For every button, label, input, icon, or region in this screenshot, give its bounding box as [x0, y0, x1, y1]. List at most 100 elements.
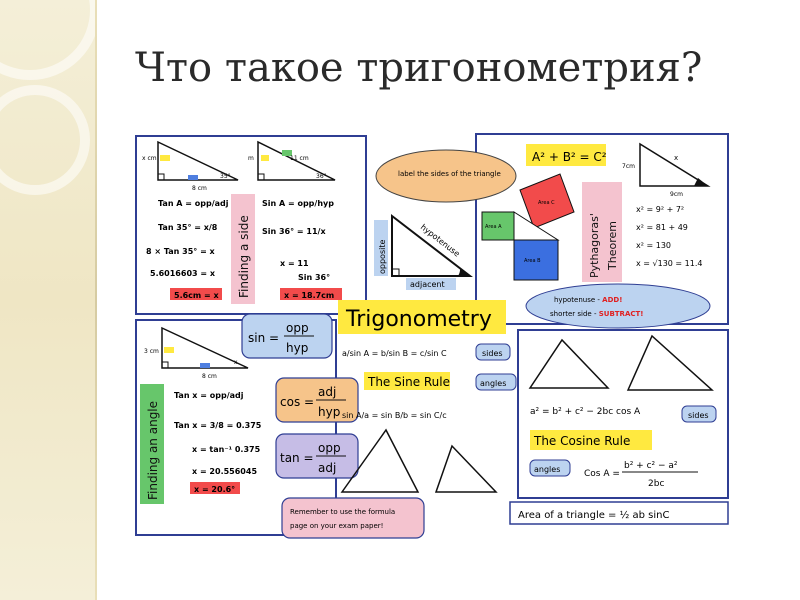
side-label: 7cm [622, 163, 635, 170]
side-label: 36° [316, 173, 327, 180]
ratio-numerator: opp [318, 441, 341, 455]
right-angle-marker [257, 173, 265, 181]
side-label: m [248, 155, 254, 162]
ratio-label: cos = [280, 395, 314, 409]
finding-angle-section: 3 cm 8 cm x Finding an angle Tan x = opp… [140, 326, 262, 504]
working-line: Sin 36° = 11/x [262, 227, 326, 236]
cosine-frame [517, 329, 729, 499]
bubble-text: label the sides of the triangle [398, 170, 501, 178]
highlight-box [282, 150, 292, 156]
side-label: 8 cm [192, 185, 207, 192]
strip-divider [95, 0, 97, 600]
working-line: Sin A = opp/hyp [262, 199, 334, 208]
working-line: x = tan⁻¹ 0.375 [192, 445, 261, 454]
side-label: 8 cm [202, 373, 217, 380]
cosine-rule-section: a² = b² + c² − 2bc cos A sides The Cosin… [528, 334, 717, 489]
side-label: 11 cm [290, 155, 309, 162]
pythagoras-section: A² + B² = C² Area C Area A Area B Pythag… [481, 142, 711, 282]
side-label: 9cm [670, 191, 683, 198]
working-line: Tan 35° = x/8 [158, 223, 218, 232]
section-heading: Finding a side [237, 215, 251, 298]
main-title: Trigonometry [345, 307, 492, 332]
right-angle-marker [161, 361, 169, 369]
answer-text: x = 18.7cm [284, 291, 334, 300]
pythagoras-formula: A² + B² = C² [532, 150, 607, 164]
sides-diagram: opposite hypotenuse adjacent [374, 213, 473, 290]
cos-bubble: cos = adj hyp [275, 377, 359, 423]
side-label-opposite: opposite [378, 240, 387, 274]
cosine-formula: a² = b² + c² − 2bc cos A [530, 407, 641, 417]
sin-bubble: sin = opp hyp [241, 313, 333, 359]
right-triangle [257, 140, 336, 181]
ratio-denominator: hyp [286, 341, 308, 355]
ratio-denominator: hyp [318, 405, 340, 419]
decorative-ring [0, 85, 90, 195]
sine-formula: sin A/a = sin B/b = sin C/c [342, 411, 447, 420]
area-formula: Area of a triangle = ½ ab sinC [518, 509, 669, 521]
trigonometry-poster: x cm 35° 8 cm m 11 cm 36° Tan A = opp/ad… [130, 130, 730, 540]
working-line: 5.6016603 = x [150, 269, 216, 278]
highlight-box [200, 363, 210, 368]
section-heading: Theorem [606, 221, 619, 271]
highlight-box [164, 347, 174, 353]
side-label: x [674, 154, 678, 162]
area-label: Area B [524, 258, 541, 264]
add-subtract-cloud: hypotenuse - ADD! shorter side - SUBTRAC… [525, 283, 711, 329]
working-line: 8 × Tan 35° = x [146, 247, 216, 256]
side-label-adjacent: adjacent [410, 280, 445, 289]
slide-title: Что такое тригонометрия? [135, 45, 703, 91]
heading-box [140, 384, 164, 504]
ratio-numerator: adj [318, 385, 336, 399]
working-line: Sin 36° [298, 273, 330, 282]
decorative-strip [0, 0, 100, 600]
reminder-text: Remember to use the formula [290, 508, 395, 516]
cloud-line: shorter side - SUBTRACT! [550, 310, 643, 318]
finding-side-section: x cm 35° 8 cm m 11 cm 36° Tan A = opp/ad… [142, 140, 342, 304]
answer-box [170, 288, 222, 300]
highlight-box [188, 175, 198, 180]
tan-bubble: tan = opp adj [275, 433, 359, 479]
decorative-ring [0, 0, 100, 80]
reminder-bubble: Remember to use the formula page on your… [281, 497, 425, 539]
ratio-label: tan = [280, 451, 314, 465]
ratio-denominator: adj [318, 461, 336, 475]
working-line: x² = 130 [636, 241, 671, 250]
section-heading: The Cosine Rule [533, 434, 630, 448]
side-label: 35° [220, 173, 231, 180]
cloud-line: hypotenuse - ADD! [554, 296, 622, 304]
trigonometry-title: Trigonometry [338, 300, 506, 334]
area-label: Area A [485, 224, 502, 230]
working-line: x = 11 [280, 259, 309, 268]
sine-rule-section: a/sin A = b/sin B = c/sin C sides The Si… [340, 343, 517, 493]
sine-formula: a/sin A = b/sin B = c/sin C [342, 349, 447, 358]
tag-sides: sides [688, 411, 709, 420]
tag-sides: sides [482, 349, 503, 358]
working-line: x² = 9² + 7² [636, 205, 684, 214]
ratio-label: sin = [248, 331, 279, 345]
side-label: x cm [142, 155, 157, 162]
cosine-formula-lhs: Cos A = [584, 469, 620, 479]
answer-text: 5.6cm = x [174, 291, 220, 300]
ratio-numerator: opp [286, 321, 309, 335]
answer-box [190, 482, 240, 494]
heading-box [231, 194, 255, 304]
section-heading: Finding an angle [146, 401, 160, 500]
section-heading: The Sine Rule [367, 375, 450, 389]
right-angle-marker [157, 173, 165, 181]
working-line: x² = 81 + 49 [636, 223, 688, 232]
highlight-box [160, 155, 170, 161]
label-sides-bubble: label the sides of the triangle [375, 149, 517, 203]
working-line: Tan x = opp/adj [174, 391, 244, 400]
answer-text: x = 20.6° [194, 485, 235, 494]
reminder-text: page on your exam paper! [290, 522, 383, 530]
answer-box [280, 288, 342, 300]
working-line: Tan A = opp/adj [158, 199, 229, 208]
cosine-formula-num: b² + c² − a² [624, 461, 678, 471]
side-label: 3 cm [144, 348, 159, 355]
cosine-formula-den: 2bc [648, 479, 664, 489]
tag-angles: angles [534, 465, 560, 474]
area-formula-box: Area of a triangle = ½ ab sinC [509, 501, 729, 525]
section-heading: Pythagoras' [588, 213, 601, 278]
finding-angle-frame [135, 319, 337, 536]
area-label: Area C [538, 200, 555, 206]
